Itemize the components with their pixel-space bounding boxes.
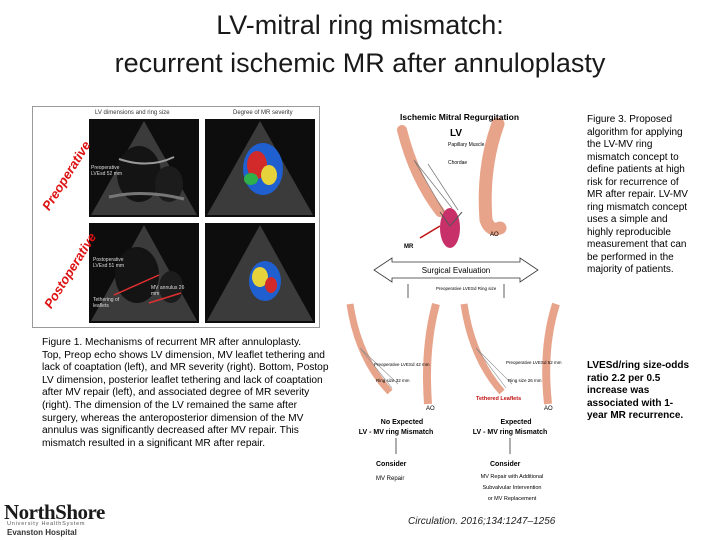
ao-right-label: AO [544,406,553,412]
stage-label-preoperative: Preoperative [39,138,94,213]
aorta-shape [478,117,507,236]
algo-chordae-label: Chordae [448,160,467,166]
left-result-b: LV - MV ring Mismatch [359,429,434,436]
citation: Circulation. 2016;134:1247–1256 [408,516,556,527]
echo-annot-annulus: MV annulus 26 mm [151,285,185,297]
echo-preop-mr-image [205,119,315,217]
echo-postop-mr-image [205,223,315,323]
algo-title: Ischemic Mitral Regurgitation [400,112,519,122]
algo-ao-label: AO [490,232,499,238]
surgical-evaluation-arrow [373,257,539,283]
northshore-logo: NorthShore University HealthSystem Evans… [4,500,122,538]
mr-jet [440,208,460,248]
echo-postop-lv-image [89,223,199,323]
right-action-2: Subvalvular Intervention [482,485,541,491]
tethered-leaflets-label: Tethered Leaflets [476,396,521,402]
left-lower-aorta [423,302,440,405]
preop-ring-label: Preoperative LVESd Ring size [436,286,497,291]
figure-1-caption: Figure 1. Mechanisms of recurrent MR aft… [42,337,332,450]
right-lower-chordae [475,347,513,389]
figure-3-caption: Figure 3. Proposed algorithm for applyin… [587,114,688,275]
logo-place: Evanston Hospital [7,528,77,537]
echo-preop-lv-image [89,119,199,217]
right-action-3: or MV Replacement [488,496,537,502]
echo-header-left: LV dimensions and ring size [95,110,170,116]
slide-title-line-1: LV-mitral ring mismatch: [216,10,504,40]
algo-mr-label: MR [404,244,414,250]
consider-right: Consider [490,461,521,468]
left-action: MV Repair [376,476,404,482]
ao-left-label: AO [426,406,435,412]
mr-arrow [419,225,441,239]
echo-annot-preop: Preoperative LVEsd 52 mm [91,165,123,177]
right-result-b: LV - MV ring Mismatch [473,429,548,436]
lv-wall-left [397,125,445,217]
echo-annot-postop: Postoperative LVEsd 51 mm [93,257,125,269]
echo-header-right: Degree of MR severity [233,110,293,116]
figure-3-key-finding: LVESd/ring size-odds ratio 2.2 per 0.5 i… [587,360,690,421]
echo-figure: LV dimensions and ring size Degree of MR… [32,106,320,328]
right-lower-aorta [542,302,560,405]
right-ring-b: Ring size 26 mm [508,378,542,383]
chordae-lines [413,159,459,213]
right-result-a: Expected [500,419,531,426]
slide-title-line-2: recurrent ischemic MR after annuloplasty [114,48,606,78]
right-lower-lv-wall [460,303,505,395]
surgical-evaluation-label: Surgical Evaluation [422,266,490,275]
figure-1-caption-body: Top, Preop echo shows LV dimension, MV l… [42,349,329,449]
left-ring-b: Ring size 32 mm [376,378,410,383]
right-ring-a: Preoperative LVESd 52 mm [506,360,562,365]
logo-subtitle: University HealthSystem [7,521,86,527]
echo-annot-tethering: Tethering of leaflets [93,297,120,309]
figure-1-caption-title: Figure 1. Mechanisms of recurrent MR aft… [42,337,302,348]
consider-left: Consider [376,461,407,468]
slide-title: LV-mitral ring mismatch: recurrent ische… [0,6,720,82]
right-action-1: MV Repair with Additional [481,474,544,480]
left-result-a: No Expected [381,419,423,426]
logo-name: NorthShore [4,500,105,524]
valve-leaflets [439,211,463,227]
algo-papillary-label: Papillary Muscle [448,142,485,148]
left-lower-chordae [359,347,399,389]
left-ring-a: Preoperative LVESd 42 mm [374,362,430,367]
algorithm-diagram: Ischemic Mitral Regurgitation LV Papilla… [340,108,572,508]
algo-lv-label: LV [450,128,462,139]
